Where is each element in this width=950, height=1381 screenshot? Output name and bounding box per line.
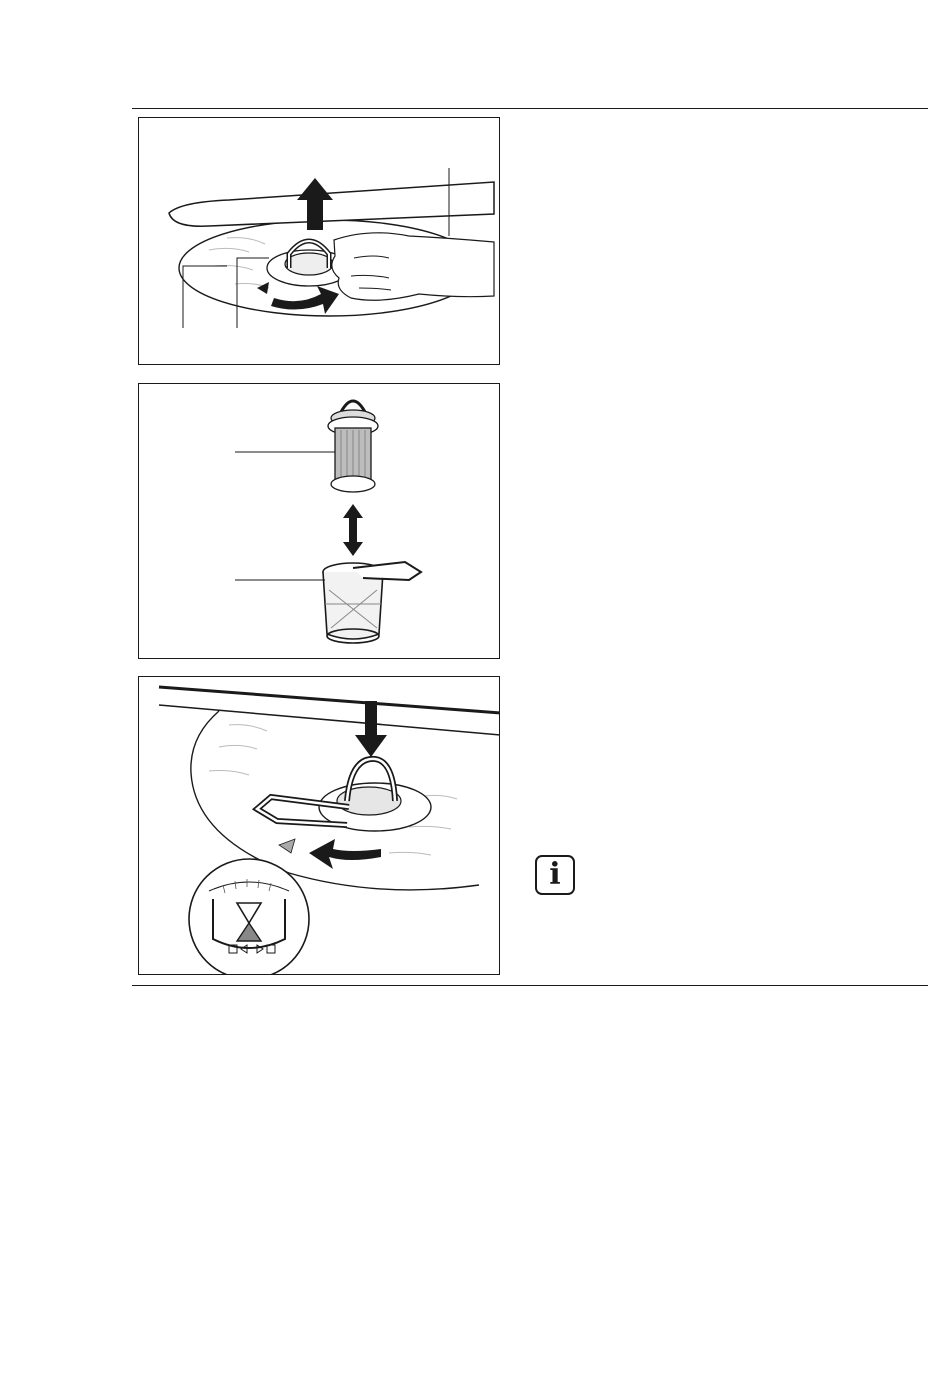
figure-reinstall-filter xyxy=(138,676,500,975)
remove-filter-illustration xyxy=(139,118,500,365)
separate-filters-illustration xyxy=(139,384,500,659)
top-rule xyxy=(132,108,928,109)
figure-separate-filters xyxy=(138,383,500,659)
figure-remove-filter xyxy=(138,117,500,365)
info-icon-glyph: i xyxy=(549,860,560,890)
reinstall-filter-illustration xyxy=(139,677,500,975)
bottom-rule xyxy=(132,985,928,986)
info-icon: i xyxy=(535,855,575,895)
